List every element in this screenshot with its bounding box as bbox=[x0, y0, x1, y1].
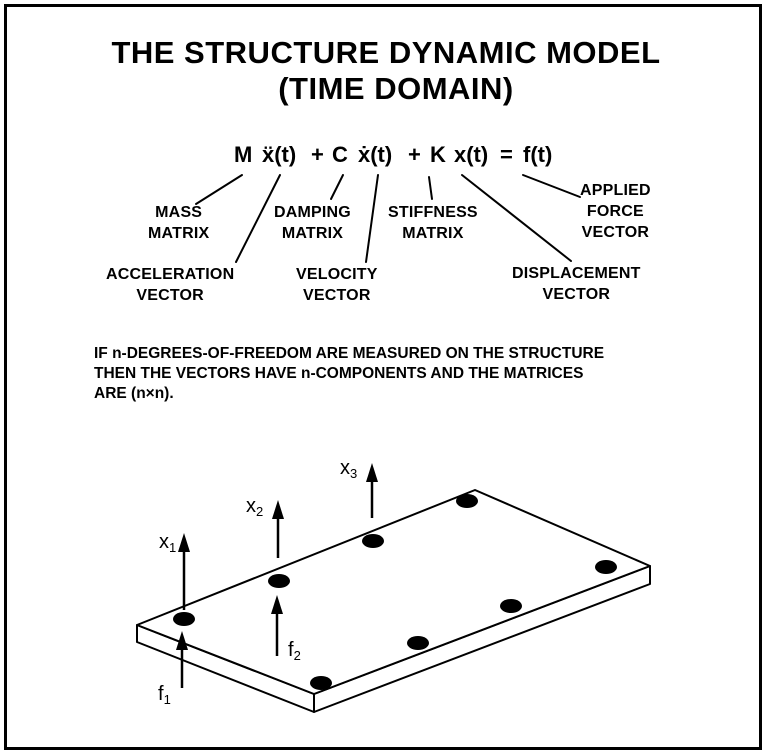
page-border bbox=[4, 4, 762, 750]
label-applied-line-3: VECTOR bbox=[581, 224, 650, 241]
leader-line-mass bbox=[195, 174, 243, 205]
label-applied-line-1: APPLIED bbox=[580, 182, 651, 199]
label-acceleration-vector: ACCELERATION VECTOR bbox=[106, 264, 234, 306]
label-stiffness-line-2: MATRIX bbox=[402, 225, 464, 242]
note-line-2: THEN THE VECTORS HAVE n-COMPONENTS AND T… bbox=[94, 365, 584, 382]
note-line-1: IF n-DEGREES-OF-FREEDOM ARE MEASURED ON … bbox=[94, 345, 605, 362]
leader-line-applied-force bbox=[522, 174, 581, 198]
x2-label: x2 bbox=[246, 495, 264, 519]
displacement-arrow-x2 bbox=[272, 500, 284, 558]
label-velocity-line-2: VECTOR bbox=[303, 287, 371, 304]
x3-label: x3 bbox=[340, 457, 358, 481]
label-stiffness-matrix: STIFFNESS MATRIX bbox=[388, 202, 478, 244]
label-displacement-line-1: DISPLACEMENT bbox=[512, 265, 641, 282]
equation-mass-symbol: M bbox=[234, 142, 253, 167]
equation-plus-1: + bbox=[311, 142, 324, 167]
measurement-point-4 bbox=[456, 494, 478, 508]
leader-line-damping bbox=[330, 174, 344, 200]
equation-equals: = bbox=[500, 142, 513, 167]
label-damping-line-1: DAMPING bbox=[274, 204, 351, 221]
dof-note: IF n-DEGREES-OF-FREEDOM ARE MEASURED ON … bbox=[94, 344, 744, 404]
label-mass-line-2: MATRIX bbox=[148, 225, 210, 242]
measurement-point-2 bbox=[268, 574, 290, 588]
label-damping-line-2: MATRIX bbox=[281, 225, 344, 242]
equation-displacement-term: x(t) bbox=[454, 142, 489, 167]
leader-line-stiffness bbox=[428, 176, 433, 200]
label-applied-line-2: FORCE bbox=[586, 203, 644, 220]
equation-acceleration-term: ẍ(t) bbox=[262, 142, 297, 167]
displacement-arrow-x1 bbox=[178, 533, 190, 610]
equation-velocity-term: ẋ(t) bbox=[358, 142, 393, 167]
f1-label: f1 bbox=[158, 683, 171, 707]
force-arrow-f2 bbox=[271, 595, 283, 656]
equation-damping-symbol: C bbox=[332, 142, 348, 167]
label-acceleration-line-2: VECTOR bbox=[136, 287, 204, 304]
x1-label: x1 bbox=[159, 531, 177, 555]
label-velocity-vector: VELOCITY VECTOR bbox=[296, 264, 378, 306]
measurement-point-8 bbox=[595, 560, 617, 574]
plate-top-surface bbox=[136, 489, 651, 695]
displacement-arrow-x3 bbox=[366, 463, 378, 518]
title-line-1: THE STRUCTURE DYNAMIC MODEL bbox=[111, 35, 661, 70]
equation-stiffness-symbol: K bbox=[430, 142, 446, 167]
leader-line-velocity bbox=[365, 174, 379, 263]
measurement-point-6 bbox=[407, 636, 429, 650]
leader-line-acceleration bbox=[235, 174, 281, 263]
measurement-point-3 bbox=[362, 534, 384, 548]
label-mass-line-1: MASS bbox=[155, 204, 203, 221]
title-line-2: (TIME DOMAIN) bbox=[278, 71, 514, 106]
label-velocity-line-1: VELOCITY bbox=[296, 266, 378, 283]
measurement-point-7 bbox=[500, 599, 522, 613]
equation-force-term: f(t) bbox=[523, 142, 553, 167]
leader-line-displacement bbox=[461, 174, 572, 262]
label-mass-matrix: MASS MATRIX bbox=[148, 202, 209, 244]
label-damping-matrix: DAMPING MATRIX bbox=[274, 202, 351, 244]
measurement-points bbox=[173, 494, 617, 690]
label-applied-force-vector: APPLIED FORCE VECTOR bbox=[580, 180, 651, 243]
measurement-point-1 bbox=[173, 612, 195, 626]
label-displacement-line-2: VECTOR bbox=[542, 286, 611, 303]
label-stiffness-line-1: STIFFNESS bbox=[388, 204, 478, 221]
equation-plus-2: + bbox=[408, 142, 421, 167]
note-line-3: ARE (n×n). bbox=[94, 385, 174, 402]
f2-label: f2 bbox=[288, 639, 301, 663]
label-acceleration-line-1: ACCELERATION bbox=[106, 266, 235, 283]
label-displacement-vector: DISPLACEMENT VECTOR bbox=[512, 263, 641, 305]
force-arrow-f1 bbox=[176, 631, 188, 688]
measurement-point-5 bbox=[310, 676, 332, 690]
